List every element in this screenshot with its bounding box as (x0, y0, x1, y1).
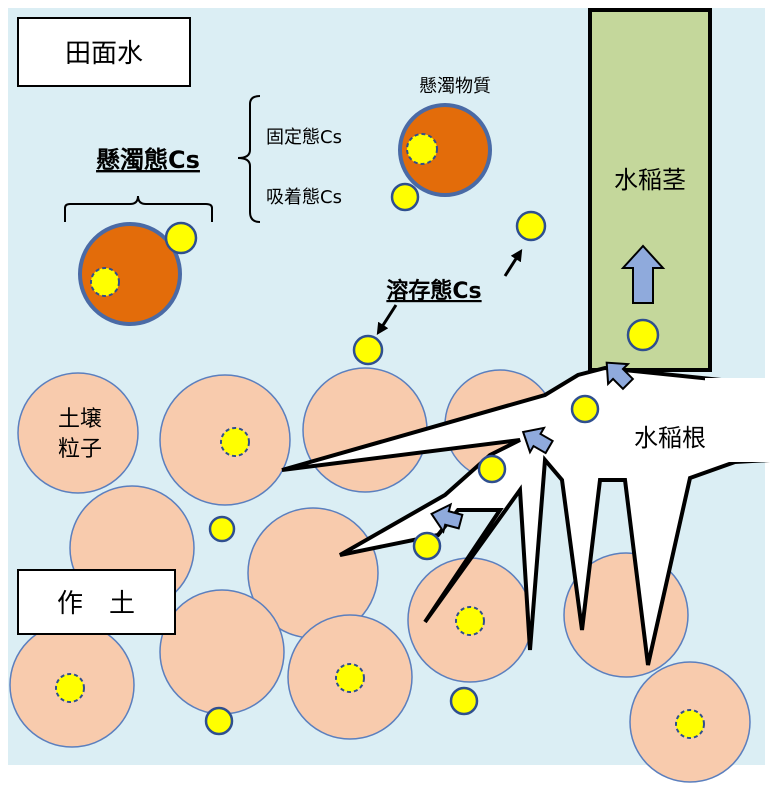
cs-particle-icon (412, 531, 442, 561)
paddy-water-box (17, 17, 191, 87)
blue-block-arrow-icon (521, 426, 554, 455)
cs-particle-icon (55, 673, 85, 703)
pointer-arrow-icon (503, 248, 523, 277)
pointer-arrow-icon (376, 304, 398, 336)
plow-layer-label: 作 土 (57, 589, 135, 619)
suspended-cs-label: 懸濁態Cs (96, 146, 200, 174)
adsorbed-cs-label: 吸着態Cs (266, 187, 342, 208)
cs-particle-icon (335, 663, 365, 693)
dissolved-cs-particles (204, 210, 660, 736)
blue-block-arrow-icon (430, 502, 464, 534)
cs-particle-icon (204, 706, 234, 736)
suspended-matter-left (78, 222, 182, 326)
suspended-matter-label: 懸濁物質 (419, 76, 491, 97)
cs-particle-icon (90, 267, 120, 297)
blue-block-arrow-icon (605, 361, 635, 391)
cs-particle-icon (675, 709, 705, 739)
cs-particle-icon (390, 182, 420, 212)
cs-particle-icon (515, 210, 547, 242)
cs-particle-icon (570, 394, 600, 424)
rice-stem-label: 水稲茎 (614, 166, 686, 194)
cs-particle-icon (220, 427, 250, 457)
cs-particle-icon (208, 515, 236, 543)
rice-root-label: 水稲根 (634, 424, 706, 452)
dissolved-cs-label: 溶存態Cs (386, 278, 481, 304)
blue-block-arrow-icon (620, 244, 666, 304)
soil-particle (302, 367, 428, 493)
uptake-arrows (430, 244, 666, 534)
paddy-water-label: 田面水 (65, 39, 143, 69)
soil-particle-label-line1: 土壌 (58, 407, 102, 432)
cs-particle-icon (626, 318, 660, 352)
cs-particle-icon (352, 334, 384, 366)
rice-root (281, 365, 773, 666)
fixed-cs-in-soil (55, 427, 705, 739)
fixed-cs-label: 固定態Cs (266, 127, 342, 148)
soil-particle-label-line2: 粒子 (58, 437, 102, 462)
cs-particle-icon (406, 133, 438, 165)
cs-particle-icon (164, 221, 198, 255)
suspended-cs-brace (64, 195, 213, 222)
plow-layer-box (17, 569, 176, 635)
rice-stem (588, 8, 712, 372)
cs-type-brace (237, 95, 261, 223)
cs-particle-icon (455, 606, 485, 636)
cs-particle-icon (449, 686, 479, 716)
cs-particle-icon (477, 454, 507, 484)
soil-particle (17, 372, 139, 494)
suspended-matter-right (398, 103, 492, 197)
soil-particle (159, 589, 285, 715)
